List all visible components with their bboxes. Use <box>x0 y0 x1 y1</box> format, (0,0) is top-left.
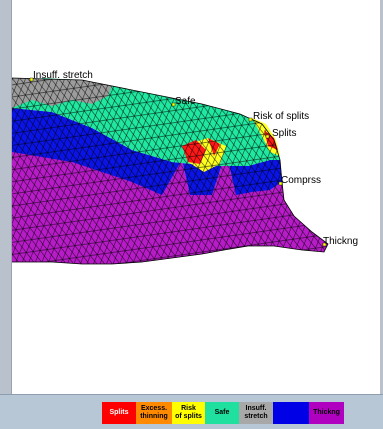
legend-label-excess-line2: thinning <box>140 413 168 420</box>
annotation-splits: Splits <box>272 128 296 139</box>
annotation-compress: Comprss <box>281 175 321 186</box>
fld-3d-viewport[interactable]: Insuff. stretch Safe Risk of splits Spli… <box>12 0 380 394</box>
legend-label-risk-line2: of splits <box>175 413 202 420</box>
annotation-thickening: Thickng <box>323 236 358 247</box>
legend-label-insuff-line1: Insuff. <box>245 405 267 412</box>
mesh-overlay <box>12 78 328 264</box>
annotation-risk-of-splits: Risk of splits <box>253 111 309 122</box>
annotation-insufficient-stretch: Insuff. stretch <box>33 70 93 81</box>
legend-label-insuff-line2: stretch <box>244 413 268 420</box>
left-frame-border <box>0 0 12 428</box>
fld-legend-bar: Splits Excess. thinning Risk of splits S… <box>0 394 383 429</box>
legend-item-safe: Safe <box>205 402 239 424</box>
legend-item-risk-of-splits: Risk of splits <box>172 402 205 424</box>
legend-item-thickening: Thickng <box>309 402 344 424</box>
part-outline <box>12 77 329 265</box>
legend-label-excess-line1: Excess. <box>140 405 168 412</box>
legend-label-thickening: Thickng <box>313 409 340 416</box>
right-frame-border <box>380 0 383 428</box>
legend-label-splits: Splits <box>109 409 129 416</box>
annotation-markers <box>29 77 327 247</box>
legend-label-compress: Comprss <box>275 409 307 416</box>
legend-label-safe: Safe <box>214 409 230 416</box>
annotation-safe: Safe <box>175 96 196 107</box>
fld-mesh-plot[interactable]: Insuff. stretch Safe Risk of splits Spli… <box>12 0 380 394</box>
legend-item-splits: Splits <box>102 402 136 424</box>
legend-label-risk-line1: Risk <box>181 405 196 412</box>
legend-item-insufficient-stretch: Insuff. stretch <box>239 402 273 424</box>
legend-item-compress: Comprss <box>273 402 309 424</box>
legend-item-excess-thinning: Excess. thinning <box>136 402 172 424</box>
